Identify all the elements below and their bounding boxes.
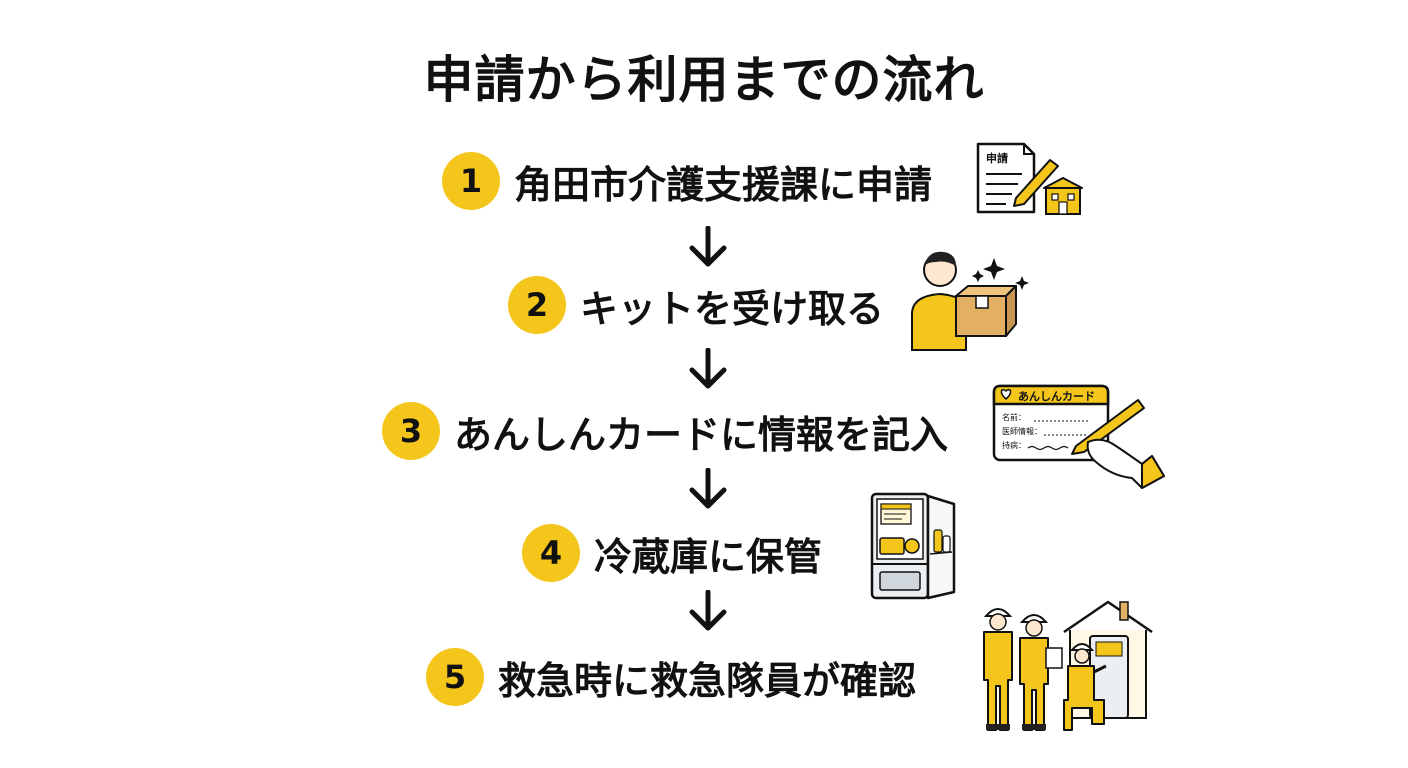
application-form-icon: 申請 bbox=[976, 142, 1083, 215]
card-title: あんしんカード bbox=[1018, 390, 1095, 403]
sparkle-icon bbox=[972, 258, 1029, 290]
card-field: 名前： bbox=[1002, 412, 1026, 422]
heart-icon bbox=[1000, 388, 1012, 400]
step-label: キットを受け取る bbox=[580, 286, 885, 331]
step-label: 救急時に救急隊員が確認 bbox=[498, 658, 917, 703]
step-number-badge: 1 bbox=[442, 152, 500, 210]
paramedics-icon bbox=[983, 600, 1153, 731]
step-number-badge: 3 bbox=[382, 402, 440, 460]
paramedic-figure bbox=[983, 608, 1013, 731]
flow-step-3: 3 あんしんカードに情報を記入 bbox=[382, 402, 948, 460]
down-arrow-icon bbox=[689, 468, 727, 509]
step-label: あんしんカードに情報を記入 bbox=[454, 412, 949, 457]
card-field: 持病： bbox=[1002, 440, 1026, 450]
page-title: 申請から利用までの流れ bbox=[423, 51, 985, 109]
flow-step-2: 2 キットを受け取る bbox=[508, 276, 884, 334]
step-label: 角田市介護支援課に申請 bbox=[514, 162, 933, 207]
flow-step-5: 5 救急時に救急隊員が確認 bbox=[426, 648, 916, 706]
city-hall-icon bbox=[1043, 177, 1083, 215]
step-number-badge: 4 bbox=[522, 524, 580, 582]
down-arrow-icon bbox=[689, 590, 727, 631]
down-arrow-icon bbox=[689, 348, 727, 389]
refrigerator-icon bbox=[870, 492, 956, 600]
form-label: 申請 bbox=[986, 151, 1008, 165]
card-field: 医師情報： bbox=[1002, 426, 1042, 436]
paramedic-figure bbox=[1019, 614, 1063, 731]
down-arrow-icon bbox=[689, 226, 727, 267]
person-receiving-box-icon bbox=[911, 251, 1029, 351]
writing-card-icon: あんしんカード 名前： 医師情報： 持病： bbox=[992, 384, 1165, 489]
flow-step-4: 4 冷蔵庫に保管 bbox=[522, 524, 822, 582]
step-number-badge: 5 bbox=[426, 648, 484, 706]
step-number-badge: 2 bbox=[508, 276, 566, 334]
flow-step-1: 1 角田市介護支援課に申請 bbox=[442, 152, 932, 210]
step-label: 冷蔵庫に保管 bbox=[594, 534, 823, 579]
paramedic-figure bbox=[1063, 643, 1107, 731]
